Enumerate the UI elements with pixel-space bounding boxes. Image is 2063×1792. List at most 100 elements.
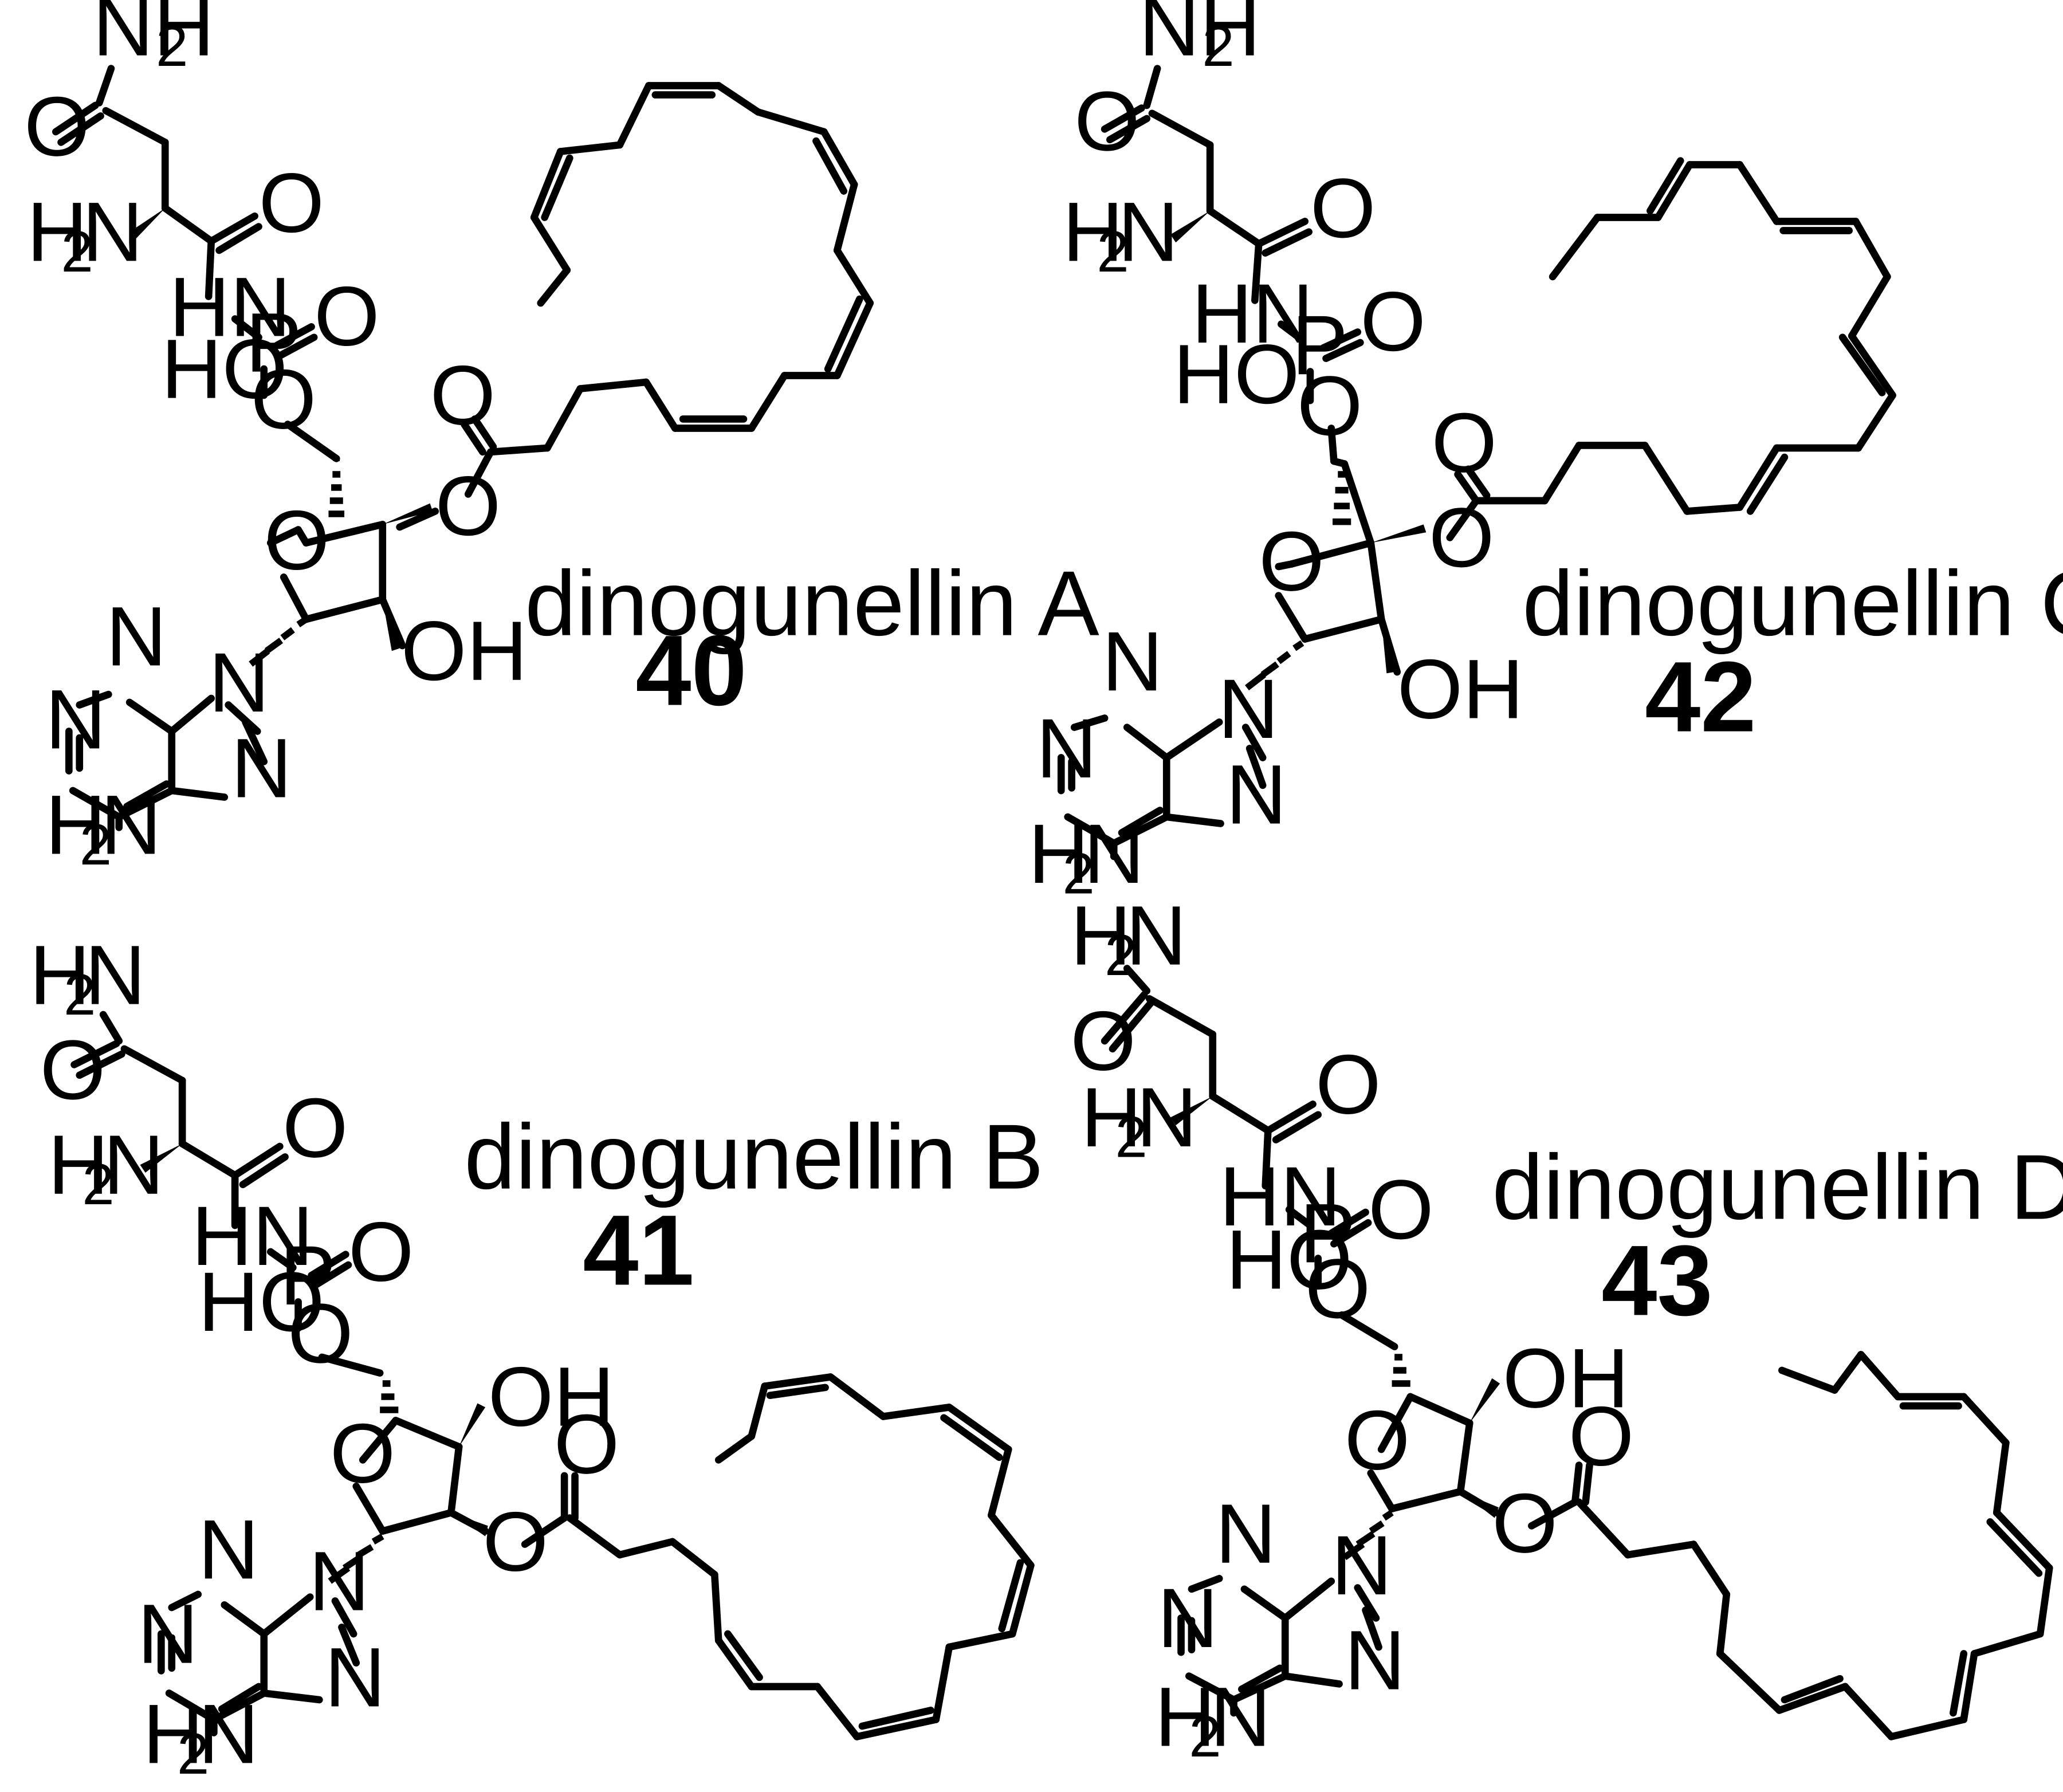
compound-43-o-p: O <box>1368 1163 1434 1257</box>
compound-40-hash-c5 <box>328 458 345 517</box>
compound-43-o-ring: O <box>1345 1394 1410 1488</box>
compound-43-ho: HO <box>1226 1213 1353 1307</box>
compound-42-hash-c5 <box>1333 471 1351 525</box>
compound-42-oh: OH <box>1397 643 1524 737</box>
compound-41-o-carbonyl: O <box>40 1023 106 1117</box>
compound-42-n9: N <box>1218 662 1279 756</box>
compound-42-hn: HN <box>1192 267 1314 361</box>
compound-42-h2n-alpha: H <box>1063 185 1123 279</box>
compound-43-number: 43 <box>1601 1225 1712 1337</box>
compound-42-h2n-adenine: H <box>1028 807 1089 901</box>
compound-42-ho: HO <box>1173 328 1300 422</box>
compound-43-h2n-top: H <box>1070 889 1131 983</box>
compound-41-o-link: O <box>288 1287 353 1381</box>
compound-42-o-amide: O <box>1310 162 1376 256</box>
compound-40-n3: N <box>106 590 167 684</box>
compound-41-bonds <box>70 1011 1035 1740</box>
compound-43-p: P <box>1300 1186 1356 1280</box>
compound-41-wedge-ester <box>451 1512 488 1536</box>
compound-43-structure: H 2 N O H 2 N O HN P O HO O O OH O O N N… <box>1070 889 2053 1769</box>
compound-40-structure: NH 2 O H 2 N O HN P O HO O O O O OH N N … <box>24 0 874 877</box>
compound-43-o-acyl: O <box>1492 1476 1557 1570</box>
compound-41-n1: N <box>137 1587 198 1681</box>
compound-40-h2n-adenine-sub: 2 <box>80 812 112 877</box>
compound-41-structure: H 2 N O H 2 N O HN P O HO O O OH O O N N… <box>29 929 1035 1786</box>
compound-41-wedge-oh <box>459 1403 486 1447</box>
compound-43-o-link: O <box>1305 1242 1371 1336</box>
compound-41-h2n-adenine: H <box>143 1687 203 1781</box>
compound-40-h2n-alpha-sub: 2 <box>61 219 93 284</box>
compound-41-n9: N <box>309 1535 370 1629</box>
compound-43-hn: HN <box>1219 1150 1341 1244</box>
compound-42-o-acyl: O <box>1429 491 1495 585</box>
compound-41-h2n-adenine-sub: 2 <box>177 1722 209 1786</box>
compound-41-h2n-top-sub: 2 <box>64 962 96 1027</box>
compound-42-n7: N <box>1226 748 1287 842</box>
compound-42-hash-c1 <box>1245 640 1304 691</box>
compound-43-n1: N <box>1157 1571 1218 1665</box>
compound-42-n3: N <box>1102 615 1163 709</box>
compound-41-h2n-alpha: H <box>48 1118 109 1212</box>
compound-43-h2n-adenine: H <box>1155 1671 1216 1765</box>
compound-42-o-p: O <box>1360 275 1425 369</box>
compound-41-name: dinogunellin B <box>464 1106 1044 1209</box>
compound-41-h2n-alpha-sub: 2 <box>82 1152 114 1217</box>
compound-43-h2n-adenine-sub: 2 <box>1189 1704 1221 1769</box>
compound-41-oh: OH <box>488 1350 615 1444</box>
compound-40-hash-c1 <box>249 616 308 667</box>
compound-43-wedge-oh <box>1469 1378 1500 1423</box>
compound-42-h2n-adenine-n: N <box>1083 807 1144 901</box>
compound-40-h2n-alpha-n: N <box>82 185 143 279</box>
compound-43-h2n-alpha-n: N <box>1136 1071 1197 1165</box>
compound-42-name: dinogunellin C <box>1522 552 2063 655</box>
compound-41-o-ring: O <box>330 1407 396 1501</box>
compound-40-number: 40 <box>635 615 746 727</box>
compound-41-h2n-adenine-n: N <box>198 1687 259 1781</box>
compound-40-p: P <box>246 296 302 390</box>
compound-41-hn: HN <box>191 1189 313 1283</box>
compound-40-nh2-top-sub: 2 <box>156 14 188 78</box>
compound-43-n7: N <box>1345 1614 1405 1708</box>
compound-42-h2n-adenine-sub: 2 <box>1063 841 1095 906</box>
compound-40-bonds <box>52 65 874 831</box>
compound-41-hash-c1 <box>328 1533 384 1584</box>
compound-43-wedge-ester <box>1460 1491 1499 1518</box>
compound-40-nh2-top: NH <box>93 0 215 74</box>
compound-40-o-amide: O <box>259 156 325 250</box>
compound-40-wedge-alpha <box>129 208 166 240</box>
compound-43-h2n-alpha: H <box>1081 1071 1142 1165</box>
compound-41-hash-c5 <box>380 1380 399 1413</box>
compound-41-h2n-top-n: N <box>85 929 146 1023</box>
compound-42-wedge-oh <box>1381 619 1395 674</box>
compound-41-o-acyl: O <box>483 1495 549 1589</box>
compound-43-o-carbonyl: O <box>1070 995 1136 1088</box>
compound-40-o-acyl: O <box>435 459 501 553</box>
compound-41-number: 41 <box>583 1195 694 1307</box>
compound-42-wedge-alpha <box>1170 211 1211 243</box>
compound-43-h2n-top-sub: 2 <box>1105 923 1137 988</box>
compound-43-n9: N <box>1331 1519 1392 1613</box>
compound-41-wedge-alpha <box>140 1143 183 1173</box>
compound-42-o-ring: O <box>1259 514 1324 608</box>
compound-40-oh: OH <box>401 604 528 698</box>
compound-40-o-carbonyl: O <box>24 80 89 174</box>
compound-43-o-ester-carbonyl: O <box>1569 1390 1634 1484</box>
compound-42-nh2-top-sub: 2 <box>1202 14 1234 78</box>
compound-41-n3: N <box>198 1503 259 1597</box>
compound-42-bonds <box>1057 65 1896 860</box>
compound-40-n1: N <box>45 673 106 767</box>
compound-42-wedge-ester <box>1370 524 1427 543</box>
compound-40-o-p: O <box>314 270 380 364</box>
compound-40-n9: N <box>209 636 269 730</box>
compound-42-o-carbonyl: O <box>1074 74 1140 168</box>
compound-42-h2n-alpha-sub: 2 <box>1097 219 1129 284</box>
compound-41-ho: HO <box>198 1255 325 1349</box>
compound-40-o-ring: O <box>264 494 330 588</box>
compound-41-p: P <box>280 1229 336 1323</box>
compound-41-n7: N <box>325 1631 386 1725</box>
compound-43-name: dinogunellin D <box>1492 1136 2063 1239</box>
compound-41-h2n-top: H <box>29 929 90 1023</box>
compound-40-h2n-adenine: H <box>45 778 106 872</box>
compound-43-n3: N <box>1215 1487 1276 1581</box>
compound-42-o-ester-carbonyl: O <box>1432 396 1498 490</box>
